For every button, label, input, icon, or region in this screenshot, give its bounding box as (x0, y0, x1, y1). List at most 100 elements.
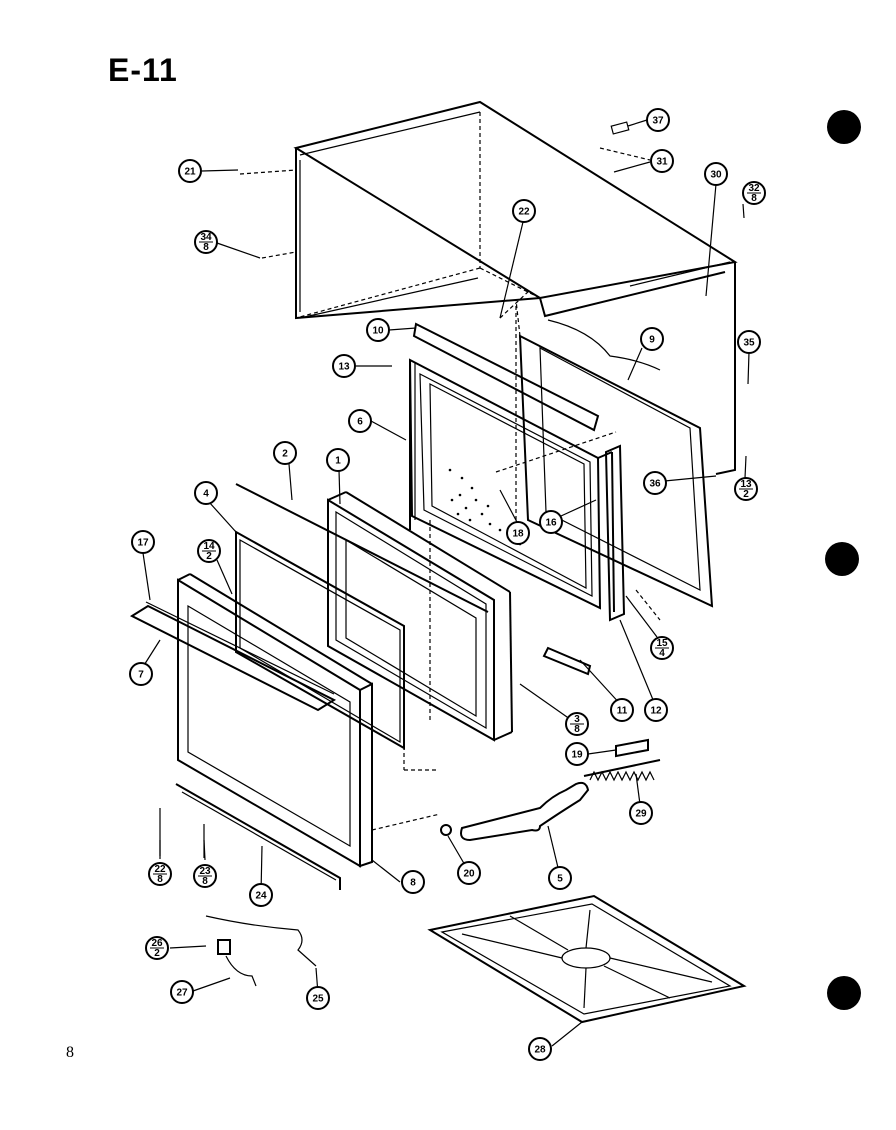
callout-12: 12 (644, 698, 668, 722)
callout-label: 36 (649, 479, 661, 490)
oven-liner (408, 358, 615, 613)
bottom-trim-strip (542, 646, 592, 676)
outer-cabinet (293, 100, 738, 475)
callout-label: 3 (574, 714, 580, 725)
callout-37: 37 (646, 108, 670, 132)
callout-10: 10 (366, 318, 390, 342)
washer (440, 824, 452, 836)
callout-label: 35 (743, 338, 755, 349)
callout-2: 2 (273, 441, 297, 465)
callout-4: 4 (194, 481, 218, 505)
callout-label: 25 (312, 994, 324, 1005)
callout-label: 21 (184, 167, 196, 178)
callout-sub: 4 (659, 648, 665, 659)
page-title: E-11 (108, 52, 178, 88)
leader-lines (140, 119, 750, 1047)
callout-label: 27 (176, 988, 188, 999)
callout-16: 16 (539, 510, 563, 534)
outer-door (177, 573, 373, 868)
callout-5: 5 (548, 866, 572, 890)
callout-label: 11 (617, 706, 628, 717)
callout-label: 2 (282, 449, 288, 460)
binder-hole-top (827, 110, 861, 144)
callout-label: 17 (137, 538, 149, 549)
callout-sub: 8 (751, 193, 757, 204)
spring (583, 759, 661, 782)
callout-sub: 2 (154, 948, 160, 959)
callout-32-8: 328 (742, 181, 766, 205)
callout-3-8: 38 (565, 712, 589, 736)
callout-30: 30 (704, 162, 728, 186)
drip-tray (427, 894, 747, 1024)
callout-13: 13 (332, 354, 356, 378)
callout-label: 37 (652, 116, 664, 127)
top-trim-strip (412, 322, 600, 432)
bottom-door-trim (175, 783, 341, 890)
callout-label: 15 (656, 638, 668, 649)
callout-34-8: 348 (194, 230, 218, 254)
callout-19: 19 (565, 742, 589, 766)
callout-label: 4 (203, 489, 209, 500)
callout-sub: 8 (203, 242, 209, 253)
callout-label: 26 (151, 938, 163, 949)
callout-17: 17 (131, 530, 155, 554)
callout-label: 13 (740, 479, 752, 490)
switch-clip (217, 939, 231, 955)
latch-pin (615, 738, 649, 758)
callout-label: 14 (203, 541, 215, 552)
callout-6a: 6 (348, 409, 372, 433)
rear-panel (515, 299, 714, 608)
side-strip (604, 444, 626, 622)
callout-sub: 8 (157, 874, 163, 885)
door-inner-frame (327, 491, 513, 742)
callout-21: 21 (178, 159, 202, 183)
callout-sub: 2 (206, 551, 212, 562)
callout-23-8: 238 (193, 864, 217, 888)
callout-36: 36 (643, 471, 667, 495)
callout-label: 31 (656, 157, 668, 168)
callout-28: 28 (528, 1037, 552, 1061)
door-handle (129, 604, 337, 712)
callout-18: 18 (506, 521, 530, 545)
callout-label: 6 (357, 417, 363, 428)
callout-9: 9 (640, 327, 664, 351)
callout-sub: 8 (574, 724, 580, 735)
callout-22: 22 (512, 199, 536, 223)
callout-27: 27 (170, 980, 194, 1004)
callout-label: 29 (635, 809, 647, 820)
callout-8: 8 (401, 870, 425, 894)
callout-label: 19 (571, 750, 583, 761)
callout-label: 8 (410, 878, 416, 889)
callout-13-2: 132 (734, 477, 758, 501)
callout-label: 32 (748, 183, 760, 194)
door-gasket (235, 530, 405, 750)
binder-hole-bottom (827, 976, 861, 1010)
callout-label: 12 (650, 706, 662, 717)
hinge-rod (235, 483, 489, 613)
callout-label: 34 (200, 232, 212, 243)
callout-label: 13 (338, 362, 350, 373)
callout-24: 24 (249, 883, 273, 907)
callout-sub: 2 (743, 489, 749, 500)
callout-label: 30 (710, 170, 722, 181)
callout-label: 7 (138, 670, 144, 681)
callout-label: 18 (512, 529, 524, 540)
callout-label: 20 (463, 869, 475, 880)
callout-label: 24 (255, 891, 267, 902)
callout-14-2: 142 (197, 539, 221, 563)
callout-31: 31 (650, 149, 674, 173)
callout-35: 35 (737, 330, 761, 354)
callout-sub: 8 (202, 876, 208, 887)
wire-lead (205, 915, 317, 967)
callout-label: 16 (545, 518, 557, 529)
callout-label: 22 (518, 207, 530, 218)
callout-label: 5 (557, 874, 563, 885)
callout-label: 22 (154, 864, 166, 875)
callout-22-8: 228 (148, 862, 172, 886)
callout-26-2: 262 (145, 936, 169, 960)
callout-20: 20 (457, 861, 481, 885)
binder-hole-middle (825, 542, 859, 576)
callout-15-4: 154 (650, 636, 674, 660)
